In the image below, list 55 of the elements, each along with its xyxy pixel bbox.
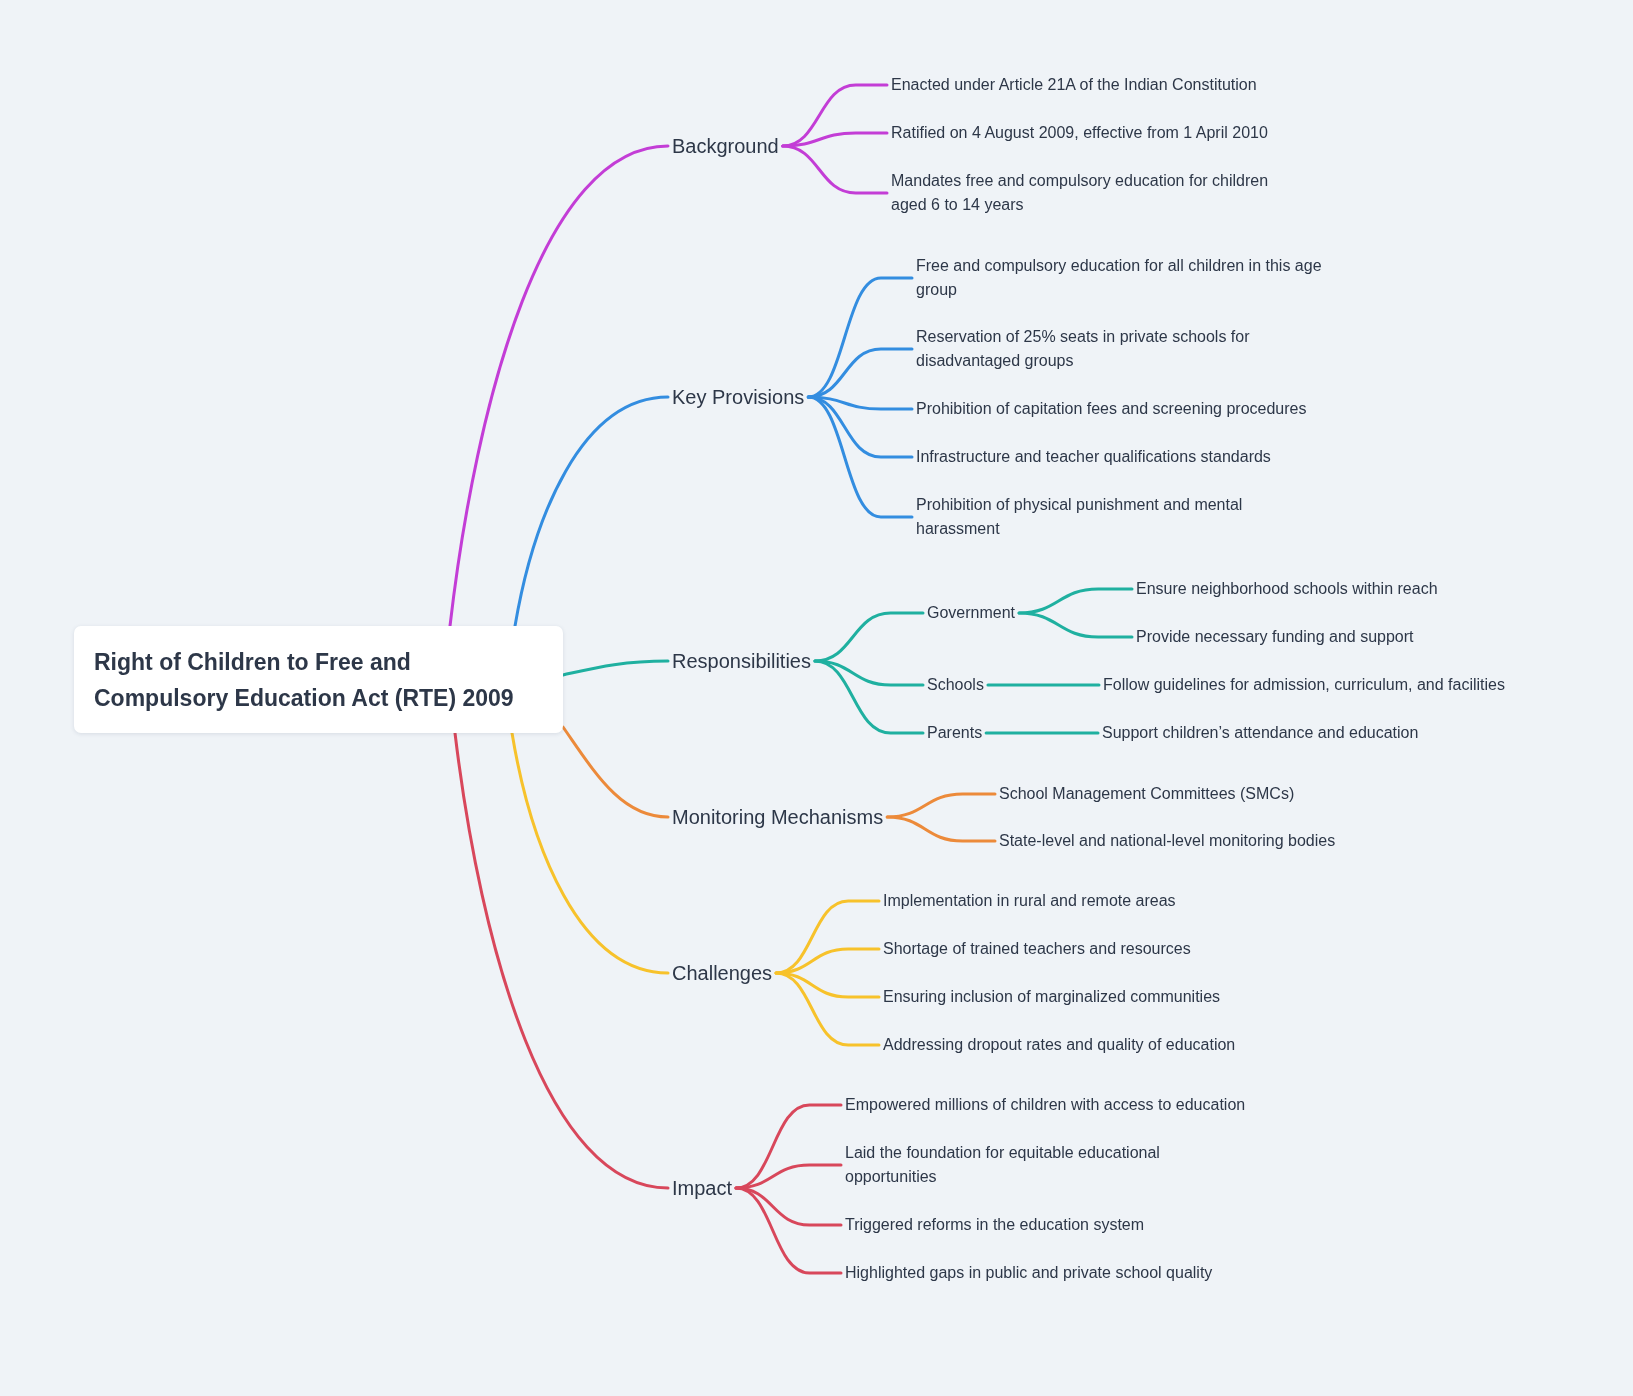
topic-label: Monitoring Mechanisms [668, 804, 888, 830]
branch-connector [774, 971, 881, 1047]
topic-label: Background [668, 133, 783, 159]
branch-connector [1017, 611, 1134, 639]
branch-connector [448, 144, 670, 628]
detail-text: Shortage of trained teachers and resources [879, 937, 1195, 961]
branch-connector [885, 792, 997, 819]
branch-connector [813, 659, 925, 735]
central-topic-title: Right of Children to Free and Compulsory Education Act (RTE) 2009 [94, 647, 515, 713]
topic-label: Key Provisions [668, 384, 809, 410]
detail-text: School Management Committees (SMCs) [995, 782, 1299, 806]
branch-connector [510, 731, 670, 975]
detail-text: Ensuring inclusion of marginalized communities [879, 985, 1225, 1009]
detail-text: Triggered reforms in the education system [841, 1213, 1149, 1237]
detail-text: Follow guidelines for admission, curriculum, and facilities [1099, 673, 1509, 697]
branch-connector [561, 659, 670, 677]
detail-text: Support children’s attendance and education [1098, 721, 1423, 745]
branch-connector [781, 144, 889, 195]
branch-connector [885, 815, 997, 843]
topic-label: Challenges [668, 960, 777, 986]
branch-connector [806, 395, 914, 519]
detail-text: Ratified on 4 August 2009, effective from 1 April 2010 [887, 121, 1272, 145]
detail-text: Laid the foundation for equitable educational opportunities [841, 1141, 1209, 1189]
central-topic-box [74, 626, 563, 733]
branch-connector [984, 731, 1100, 735]
detail-text: Reservation of 25% seats in private schools for disadvantaged groups [912, 325, 1320, 373]
detail-text: Addressing dropout rates and quality of education [879, 1033, 1240, 1057]
branch-connector [1017, 587, 1134, 615]
branch-connector [813, 611, 925, 663]
detail-text: Prohibition of capitation fees and screening procedures [912, 397, 1311, 421]
detail-text: Ensure neighborhood schools within reach [1132, 577, 1442, 601]
branch-connector [781, 131, 889, 148]
detail-text: Prohibition of physical punishment and mental harassment [912, 493, 1290, 541]
detail-text: Mandates free and compulsory education for children aged 6 to 14 years [887, 169, 1295, 217]
branch-connector [561, 725, 670, 819]
detail-text: Infrastructure and teacher qualifications standards [912, 445, 1275, 469]
topic-label: Responsibilities [668, 648, 815, 674]
branch-connector [453, 731, 670, 1190]
subtopic-label: Government [923, 601, 1020, 625]
branch-connector [734, 1163, 843, 1190]
detail-text: Enacted under Article 21A of the Indian Constitution [887, 73, 1261, 97]
branch-connector [513, 395, 670, 628]
branch-connector [734, 1186, 843, 1275]
branch-connector [774, 947, 881, 975]
branch-connector [806, 347, 914, 399]
subtopic-label: Schools [923, 673, 988, 697]
detail-text: Empowered millions of children with access to education [841, 1093, 1250, 1117]
topic-label: Impact [668, 1175, 737, 1201]
detail-text: State-level and national-level monitoring bodies [995, 829, 1340, 853]
branch-connector [986, 683, 1101, 687]
detail-text: Provide necessary funding and support [1132, 625, 1418, 649]
detail-text: Highlighted gaps in public and private school quality [841, 1261, 1217, 1285]
detail-text: Free and compulsory education for all children in this age group [912, 254, 1348, 302]
detail-text: Implementation in rural and remote areas [879, 889, 1180, 913]
subtopic-label: Parents [923, 721, 987, 745]
